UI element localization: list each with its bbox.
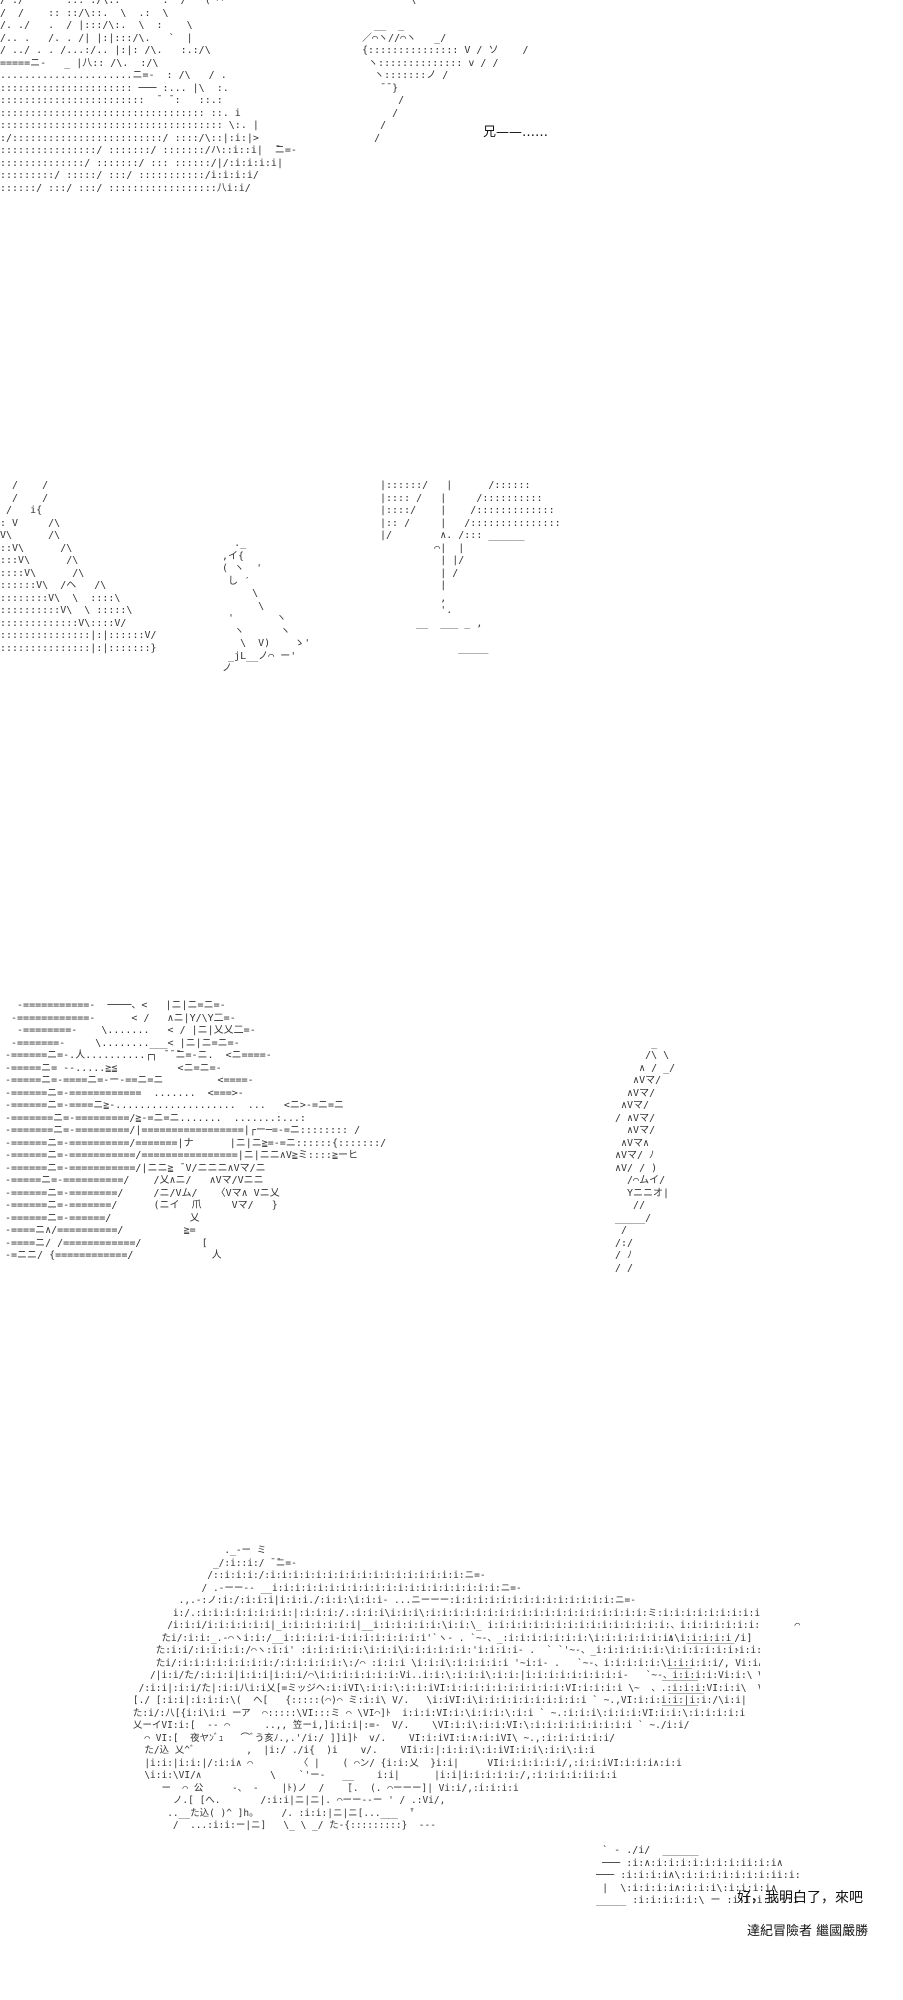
ascii-art-hand: \ __ _ ／⌒ヽ//⌒ヽ _/ {::::::::::::::: V / ソ… [362,0,529,144]
panel-1: / ./ ... :/\:. ` : / ( ⌒ / / :: ::/\::. … [0,0,903,250]
ascii-art-sword-scene: -===========- ────、< |ニ|ニ=ニ=- -=========… [5,1000,387,1261]
ascii-art-figure: / / / / / i{ : V /\ V\ /\ ::V\ /\ :::V\ … [0,480,157,654]
ascii-art-sword-hilt: _ /\ \ ∧ / _/ ∧Vマ/ ∧Vマ/ ∧Vマ/ / ∧Vマ/ ∧Vマ/… [615,1037,676,1274]
ascii-art-character: ._-ー ミ _/:i::i:/ ̄ ̄ニ=- /::i:i:i:/:i:i:i… [132,1545,760,1831]
dialogue-text: 兄——…… [483,125,549,140]
ascii-art-shoulder: ` ‐ ./i/ ______ ─── :i:∧:i:i:i:i:i:i:i:i… [596,1845,800,1906]
panel-3: -===========- ────、< |ニ|ニ=ニ=- -=========… [0,1000,903,1400]
watermark-credit: 達紀冒險者 繼國嚴勝 [747,1924,869,1939]
dialogue-text: 好，我明白了，來吧 [737,1890,863,1906]
ascii-art-hair-edge: ⌒ ∧ ________/i] - ____ ______ ______ ___… [662,1620,800,1706]
ascii-art-doorframe: |::::::/ | /:::::: |:::: / | /::::::::::… [380,480,561,654]
ascii-art-figure: / ./ ... :/\:. ` : / ( ⌒ / / :: ::/\::. … [0,0,297,194]
panel-4: ._-ー ミ _/:i::i:/ ̄ ̄ニ=- /::i:i:i:/:i:i:i… [0,1545,903,2000]
ascii-art-hand: ._ ,イ{ ( ヽ ' し ′ \ \ ' ヽ ヽ ヽ \ V) ゝ' _jL… [222,538,311,674]
panel-2: / / / / / i{ : V /\ V\ /\ ::V\ /\ :::V\ … [0,480,903,820]
